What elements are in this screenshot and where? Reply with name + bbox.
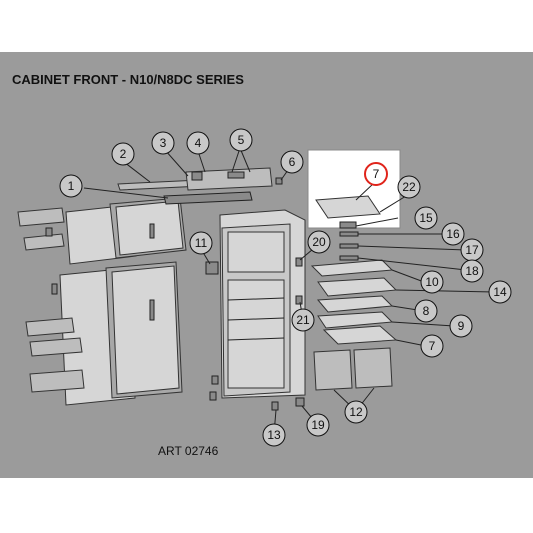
- svg-text:21: 21: [296, 313, 310, 327]
- svg-text:2: 2: [120, 147, 127, 161]
- svg-text:14: 14: [493, 285, 507, 299]
- cabinet-foot-right: [209, 391, 217, 401]
- exploded-parts-diagram: CABINET FRONT - N10/N8DC SERIES: [0, 52, 533, 478]
- door-bin-2: [29, 337, 83, 357]
- thermostat-part: [227, 171, 245, 179]
- svg-text:22: 22: [402, 180, 416, 194]
- svg-text:10: 10: [425, 275, 439, 289]
- callout-17: 17: [460, 238, 484, 262]
- evaporator-part-15: [339, 221, 357, 229]
- callout-21: 21: [291, 308, 315, 332]
- art-number: ART 02746: [158, 444, 219, 458]
- svg-text:4: 4: [195, 136, 202, 150]
- cabinet-foot-left: [211, 375, 219, 385]
- fresh-food-compartment: [227, 279, 285, 389]
- crisper-drawer-left: [313, 349, 353, 391]
- foot-part-13: [271, 401, 279, 411]
- door-handle-top: [149, 223, 155, 239]
- svg-text:19: 19: [311, 418, 325, 432]
- svg-text:9: 9: [458, 319, 465, 333]
- callout-22: 22: [397, 175, 421, 199]
- hinge-cover-bar: [163, 191, 253, 205]
- shelf-support-17: [339, 243, 359, 249]
- svg-text:7: 7: [429, 339, 436, 353]
- shelf-support-16: [339, 231, 359, 237]
- freezer-shelf-glass: [315, 195, 381, 219]
- callout-4: 4: [186, 131, 210, 155]
- callout-6: 6: [280, 150, 304, 174]
- callout-13: 13: [262, 423, 286, 447]
- callout-12: 12: [344, 400, 368, 424]
- shelf-clip-20: [295, 257, 303, 267]
- door-handle-bottom: [149, 299, 155, 321]
- callout-18: 18: [460, 259, 484, 283]
- shelf-clip-21: [295, 295, 303, 305]
- callout-3: 3: [151, 131, 175, 155]
- svg-text:7: 7: [373, 167, 380, 181]
- svg-text:16: 16: [446, 227, 460, 241]
- callout-7-shelf: 7: [420, 334, 444, 358]
- door-hinge-lower: [51, 283, 58, 295]
- foot-part-19: [295, 397, 305, 407]
- crisper-drawer-right: [353, 347, 393, 389]
- svg-text:6: 6: [289, 155, 296, 169]
- shelf-support-18: [339, 255, 359, 261]
- svg-text:13: 13: [267, 428, 281, 442]
- door-bin-1: [25, 317, 75, 337]
- leader-lines: [83, 147, 495, 435]
- control-housing: [185, 167, 273, 191]
- svg-text:20: 20: [312, 235, 326, 249]
- control-knob: [191, 171, 203, 181]
- callout-7-highlighted: 7: [364, 162, 388, 186]
- callout-16: 16: [441, 222, 465, 246]
- callout-10: 10: [420, 270, 444, 294]
- callout-1: 1: [59, 174, 83, 198]
- callout-20: 20: [307, 230, 331, 254]
- freezer-compartment: [227, 231, 285, 273]
- callout-5: 5: [229, 128, 253, 152]
- cabinet-shelf-line-1: [227, 297, 285, 301]
- top-hinge-screw: [275, 177, 283, 185]
- cabinet-shelf-line-3: [227, 337, 285, 341]
- svg-text:1: 1: [68, 179, 75, 193]
- svg-text:3: 3: [160, 136, 167, 150]
- svg-text:11: 11: [195, 236, 208, 250]
- freezer-door-hinge: [45, 227, 53, 237]
- svg-text:17: 17: [465, 243, 479, 257]
- callout-19: 19: [306, 413, 330, 437]
- svg-text:18: 18: [465, 264, 479, 278]
- cabinet-shelf-line-2: [227, 317, 285, 321]
- callout-14: 14: [488, 280, 512, 304]
- callout-2: 2: [111, 142, 135, 166]
- door-bin-3: [29, 369, 85, 393]
- callout-8: 8: [414, 299, 438, 323]
- svg-text:12: 12: [349, 405, 363, 419]
- svg-text:8: 8: [423, 304, 430, 318]
- callout-11: 11: [189, 231, 213, 255]
- svg-text:5: 5: [238, 133, 245, 147]
- fresh-food-door-outer: [111, 265, 180, 395]
- callout-9: 9: [449, 314, 473, 338]
- diagram-title: CABINET FRONT - N10/N8DC SERIES: [12, 72, 244, 87]
- svg-text:15: 15: [419, 211, 433, 225]
- freezer-door-bin-top: [17, 207, 65, 227]
- callout-15: 15: [414, 206, 438, 230]
- light-switch-part: [205, 261, 219, 275]
